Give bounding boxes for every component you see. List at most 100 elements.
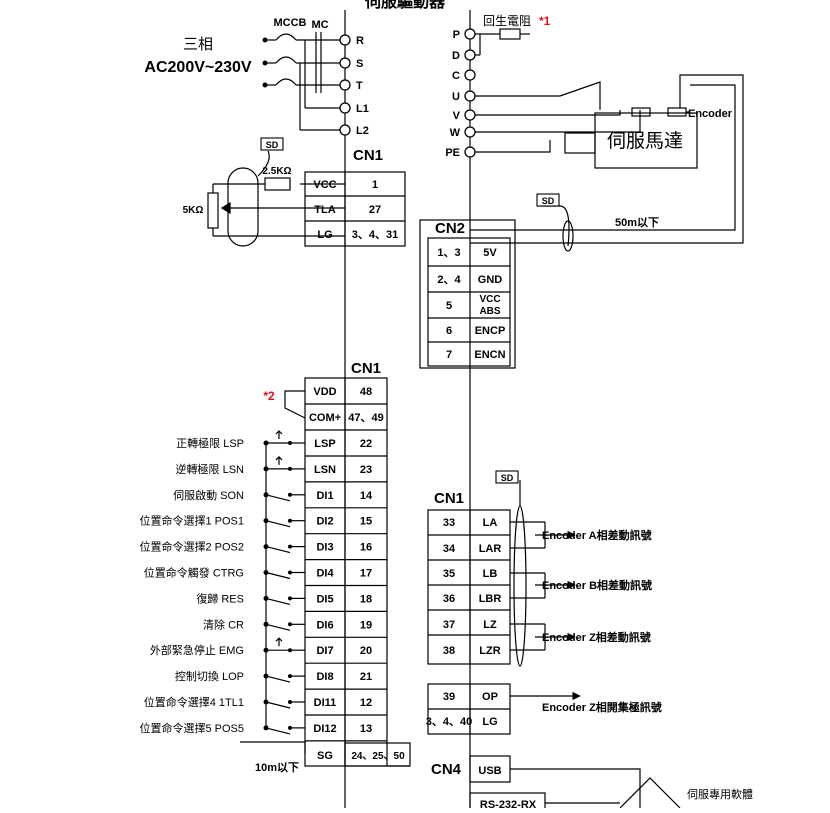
motor-terminal xyxy=(464,146,476,158)
analog-pin: 27 xyxy=(369,204,381,216)
motor-terminal xyxy=(464,126,476,138)
input-node xyxy=(288,674,292,679)
cn2-signal: 5V xyxy=(483,247,497,259)
cn2-pin: 5 xyxy=(446,300,452,312)
no-switch-contact xyxy=(265,571,291,580)
power-input-dot xyxy=(262,82,268,88)
power-terminal-label: T xyxy=(356,80,363,92)
input-note: *2 xyxy=(263,389,275,403)
input-node xyxy=(288,441,292,445)
analog-signal: LG xyxy=(317,229,332,241)
no-switch-contact xyxy=(265,623,291,631)
nc-switch-contact xyxy=(266,430,290,444)
power-terminal xyxy=(339,124,351,136)
output-signal: LBR xyxy=(479,593,502,605)
cn1-analog-header: CN1 xyxy=(353,147,383,164)
no-switch-contact xyxy=(265,701,291,709)
input-node xyxy=(288,544,292,549)
output-shield-tag: SD xyxy=(501,473,514,483)
output-label: Encoder A相差動訊號 xyxy=(542,528,652,542)
input-signal: DI2 xyxy=(316,516,333,528)
input-label: 正轉極限 LSP xyxy=(176,436,244,450)
motor-terminal xyxy=(464,109,476,121)
no-switch-contact xyxy=(265,727,291,735)
z-output-signal: LG xyxy=(482,716,497,728)
no-switch-contact xyxy=(265,520,291,528)
motor-terminal-label: D xyxy=(452,50,460,62)
mc-label: MC xyxy=(311,19,328,31)
input-cable-length: 10m以下 xyxy=(255,761,299,774)
encoder-shield-tag: SD xyxy=(542,196,555,206)
input-node xyxy=(288,725,292,730)
cn2-pin: 7 xyxy=(446,349,452,361)
power-terminal xyxy=(339,57,351,69)
input-pin: 21 xyxy=(360,671,372,683)
input-top-pin: 48 xyxy=(360,386,372,398)
z-output-label: Encoder Z相開集極訊號 xyxy=(542,700,662,714)
cn1-input-header: CN1 xyxy=(351,360,381,377)
output-pin: 37 xyxy=(443,619,455,631)
no-switch-contact xyxy=(265,597,291,605)
input-node xyxy=(288,700,292,704)
input-label: 伺服啟動 SON xyxy=(173,488,244,502)
input-label: 清除 CR xyxy=(203,617,244,631)
motor-terminal xyxy=(464,69,476,81)
input-label: 位置命令選擇4 1TL1 xyxy=(144,695,244,709)
power-terminal-label: L2 xyxy=(356,125,369,137)
analog-signal: TLA xyxy=(314,204,335,216)
rs232-label: RS-232-RX xyxy=(480,799,537,808)
analog-pin: 1 xyxy=(372,179,378,191)
input-label: 位置命令選擇5 POS5 xyxy=(139,721,244,735)
motor-terminal-label: C xyxy=(452,70,460,82)
sg-signal: SG xyxy=(317,750,333,762)
output-label: Encoder B相差動訊號 xyxy=(542,578,652,592)
motor-terminal xyxy=(464,90,476,102)
power-terminal xyxy=(339,79,351,91)
output-signal: LA xyxy=(483,517,498,529)
input-pin: 16 xyxy=(360,542,372,554)
power-voltage-label: AC200V~230V xyxy=(144,59,252,76)
analog-pin: 3、4、31 xyxy=(352,229,398,241)
resistor-2k5-label: 2.5KΩ xyxy=(262,166,291,177)
cn2-pin: 6 xyxy=(446,325,452,337)
input-pin: 22 xyxy=(360,438,372,450)
input-node xyxy=(288,622,292,627)
cn2-signal-line2: ABS xyxy=(479,306,500,317)
power-input-dot xyxy=(262,37,268,43)
motor-terminal-label: W xyxy=(450,127,461,139)
power-terminal-label: S xyxy=(356,58,363,70)
cn2-signal: GND xyxy=(478,274,503,286)
input-label: 位置命令選擇1 POS1 xyxy=(139,514,244,528)
analog-shield-tag: SD xyxy=(266,140,279,150)
sg-pin-box xyxy=(344,742,411,767)
input-pin: 19 xyxy=(360,619,372,631)
no-switch-contact xyxy=(265,675,291,683)
motor-terminal-label: U xyxy=(452,91,460,103)
input-signal: DI6 xyxy=(316,619,333,631)
input-label: 復歸 RES xyxy=(196,591,244,605)
input-top-signal: VDD xyxy=(313,386,336,398)
power-terminal xyxy=(339,34,351,46)
input-node xyxy=(288,648,292,653)
z-output-pin: 3、4、40 xyxy=(426,716,472,728)
power-phase-label: 三相 xyxy=(183,36,213,53)
input-pin: 23 xyxy=(360,464,372,476)
output-pin: 33 xyxy=(443,517,455,529)
cn2-signal: ENCP xyxy=(475,325,506,337)
no-switch-contact xyxy=(265,494,291,502)
regen-note: *1 xyxy=(539,14,551,28)
cn2-signal-line1: VCC xyxy=(479,294,500,305)
input-signal: LSP xyxy=(314,438,335,450)
output-shield-tag-box xyxy=(495,470,519,484)
motor-terminal-label: PE xyxy=(445,147,460,159)
nc-switch-contact xyxy=(266,456,290,470)
encoder-shield-tag-box xyxy=(536,193,560,207)
input-node xyxy=(288,596,292,601)
motor-terminal-label: P xyxy=(453,29,460,41)
input-signal: DI11 xyxy=(314,697,337,709)
input-node xyxy=(288,570,292,575)
output-label: Encoder Z相差動訊號 xyxy=(542,630,651,644)
input-node xyxy=(288,518,292,523)
